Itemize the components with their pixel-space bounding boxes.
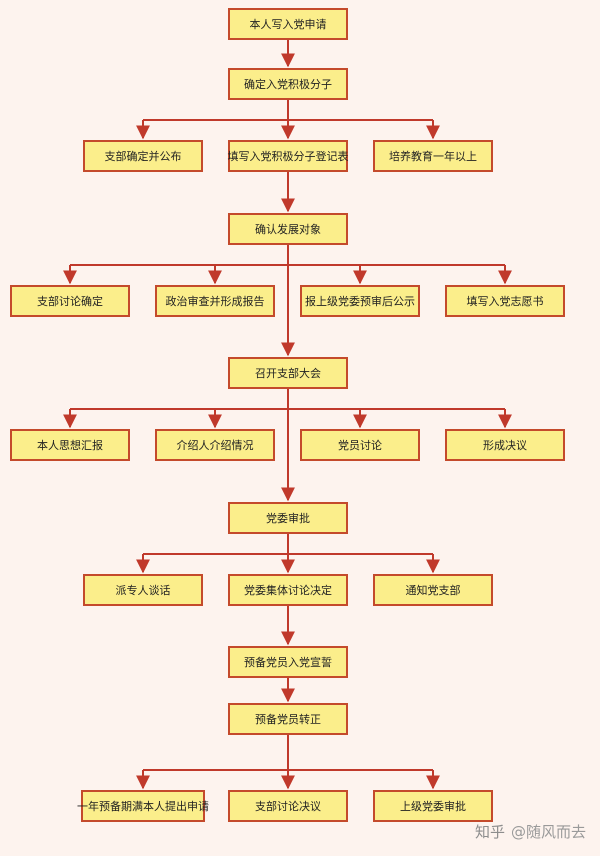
node-committee-decision: 党委集体讨论决定 (228, 574, 348, 606)
node-political-review: 政治审查并形成报告 (155, 285, 275, 317)
watermark: 知乎 @随风而去 (475, 821, 586, 842)
node-branch-announce: 支部确定并公布 (83, 140, 203, 172)
node-notify-branch: 通知党支部 (373, 574, 493, 606)
node-training: 培养教育一年以上 (373, 140, 493, 172)
node-committee-approval: 党委审批 (228, 502, 348, 534)
node-branch-meeting: 召开支部大会 (228, 357, 348, 389)
node-pre-review-publicity: 报上级党委预审后公示 (300, 285, 420, 317)
node-probation-application: 一年预备期满本人提出申请 (77, 790, 209, 822)
node-development-target: 确认发展对象 (228, 213, 348, 245)
node-superior-approval: 上级党委审批 (373, 790, 493, 822)
zhihu-logo: 知乎 (474, 823, 505, 841)
node-registration-form: 填写入党积极分子登记表 (228, 140, 349, 172)
node-interview: 派专人谈话 (83, 574, 203, 606)
node-write-application: 本人写入党申请 (228, 8, 348, 40)
node-thought-report: 本人思想汇报 (10, 429, 130, 461)
node-member-discussion: 党员讨论 (300, 429, 420, 461)
node-resolution: 形成决议 (445, 429, 565, 461)
node-branch-discussion: 支部讨论确定 (10, 285, 130, 317)
watermark-author: @随风而去 (510, 823, 586, 841)
node-introducer: 介绍人介绍情况 (155, 429, 275, 461)
node-branch-resolution: 支部讨论决议 (228, 790, 348, 822)
node-oath: 预备党员入党宣誓 (228, 646, 348, 678)
node-volunteer-form: 填写入党志愿书 (445, 285, 565, 317)
node-full-membership: 预备党员转正 (228, 703, 348, 735)
node-activist: 确定入党积极分子 (228, 68, 348, 100)
